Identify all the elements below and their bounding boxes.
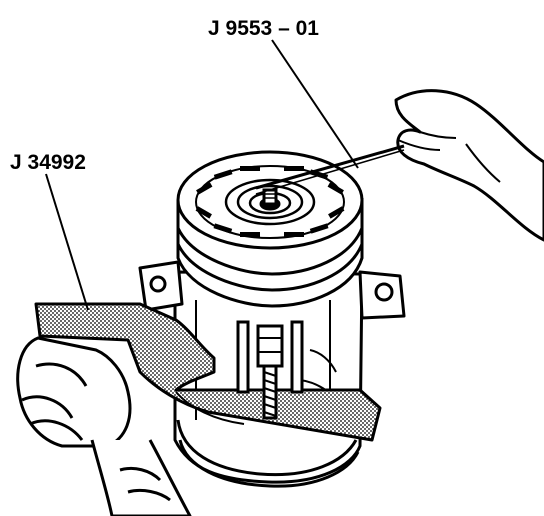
leader-lines <box>45 39 359 311</box>
callout-holding-fixture-tool: J 34992 <box>10 151 86 174</box>
clutch-pulley <box>176 150 364 308</box>
feeler-gauge <box>255 144 405 195</box>
callout-feeler-gauge-tool: J 9553 – 01 <box>208 17 319 40</box>
holding-fixture <box>34 302 382 442</box>
leader-line-holding-fixture <box>45 173 89 311</box>
clutch-plate-slots <box>195 166 345 237</box>
left-hand <box>16 336 192 516</box>
threaded-bolt <box>236 320 304 420</box>
right-hand <box>394 89 544 242</box>
leader-line-feeler-gauge <box>271 39 359 169</box>
